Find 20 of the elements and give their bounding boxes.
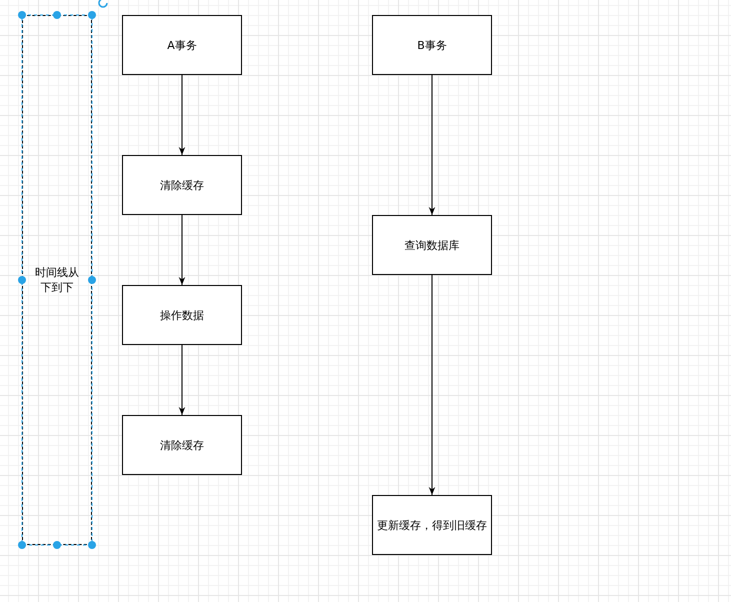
- process-box: [122, 285, 242, 345]
- process-box: [372, 15, 492, 75]
- node-text: A事务: [167, 38, 197, 52]
- arrow: [428, 74, 436, 216]
- node-text: 更新缓存，得到旧缓存: [377, 518, 487, 532]
- node-text: 时间线从下到下: [34, 265, 80, 295]
- node-text: B事务: [417, 38, 447, 52]
- node-text: 操作数据: [160, 308, 204, 322]
- arrow: [178, 344, 186, 416]
- node-text: 清除缓存: [160, 178, 204, 192]
- arrow: [178, 214, 186, 286]
- node-text: 清除缓存: [160, 438, 204, 452]
- process-box: [122, 15, 242, 75]
- node-text: 查询数据库: [404, 238, 460, 252]
- process-box: [372, 215, 492, 275]
- arrow: [428, 274, 436, 496]
- arrow: [178, 74, 186, 156]
- process-box: [372, 495, 492, 555]
- process-box: [122, 155, 242, 215]
- process-box: [122, 415, 242, 475]
